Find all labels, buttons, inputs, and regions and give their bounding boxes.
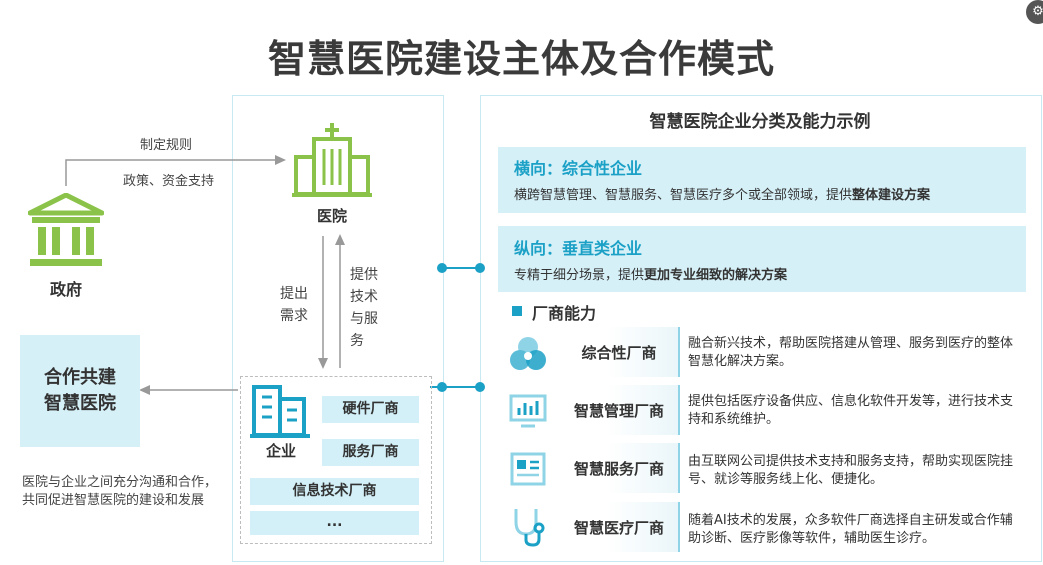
vendor-it: 信息技术厂商	[250, 478, 419, 505]
right-panel-title: 智慧医院企业分类及能力示例	[649, 112, 871, 132]
vertical-desc: 专精于细分场景，提供更加专业细致的解决方案	[514, 268, 788, 283]
capability-name-2: 智慧管理厂商	[573, 402, 664, 420]
enterprise-building-icon	[250, 385, 310, 438]
vendor-more: ...	[250, 511, 419, 535]
monitor-chart-icon	[509, 394, 547, 428]
cooperation-box: 合作共建 智慧医院	[20, 335, 140, 447]
cooperation-line1: 合作共建	[44, 367, 116, 388]
capability-name-4: 智慧医疗厂商	[573, 519, 664, 537]
government-building-icon	[28, 193, 104, 266]
vertical-category-box	[498, 226, 1026, 292]
page-title: 智慧医院建设主体及合作模式	[267, 37, 775, 81]
capability-marker	[512, 306, 522, 316]
vendor-hardware: 硬件厂商	[322, 396, 419, 423]
request-label: 提出需求	[280, 286, 308, 324]
hospital-building-icon	[292, 123, 372, 197]
capability-desc-1: 融合新兴技术，帮助医院搭建从管理、服务到医疗的整体智慧化解决方案。	[688, 336, 1014, 369]
capability-desc-4: 随着AI技术的发展，众多软件厂商选择自主研发或合作辅助诊断、医疗影像等软件，辅助…	[688, 513, 1013, 546]
capability-name-1: 综合性厂商	[581, 344, 657, 362]
government-label: 政府	[49, 280, 82, 299]
cooperation-description: 医院与企业之间充分沟通和合作，共同促进智慧医院的建设和发展	[22, 475, 218, 508]
capability-chevron-3	[560, 443, 680, 493]
capability-chevron-1	[560, 327, 680, 377]
cooperation-line2: 智慧医院	[44, 393, 116, 414]
capability-desc-2: 提供包括医疗设备供应、信息化软件开发等，进行技术支持和系统维护。	[688, 394, 1014, 427]
policy-label: 政策、资金支持	[123, 174, 215, 189]
enterprise-label: 企业	[265, 442, 296, 460]
gov-to-hospital-arrow	[65, 159, 275, 186]
coop-arrowhead	[139, 385, 150, 395]
settings-icon[interactable]: ⚙	[1026, 0, 1043, 24]
provide-arrowhead	[335, 234, 345, 245]
capability-header: 厂商能力	[532, 304, 597, 323]
request-arrowhead	[318, 358, 328, 369]
enterprise-box	[240, 376, 432, 544]
gov-arrowhead	[275, 155, 286, 165]
vendor-service: 服务厂商	[322, 439, 419, 466]
hospital-label: 医院	[316, 207, 347, 225]
capability-chevron-4	[560, 502, 680, 552]
capability-name-3: 智慧服务厂商	[573, 460, 664, 478]
horizontal-desc: 横跨智慧管理、智慧服务、智慧医疗多个或全部领域，提供整体建设方案	[514, 188, 931, 203]
vertical-title: 纵向：垂直类企业	[514, 239, 643, 258]
hexagon-cluster-icon	[510, 337, 546, 370]
stethoscope-icon	[514, 509, 545, 547]
capability-chevron-2	[560, 385, 680, 435]
rules-label: 制定规则	[140, 138, 193, 153]
horizontal-title: 横向：综合性企业	[514, 159, 643, 178]
document-list-icon	[510, 452, 546, 486]
provide-label: 提供技术与服务	[350, 267, 378, 349]
horizontal-category-box	[498, 147, 1026, 213]
capability-desc-3: 由互联网公司提供技术支持和服务支持，帮助实现医院挂号、就诊等服务线上化、便捷化。	[688, 454, 1014, 487]
